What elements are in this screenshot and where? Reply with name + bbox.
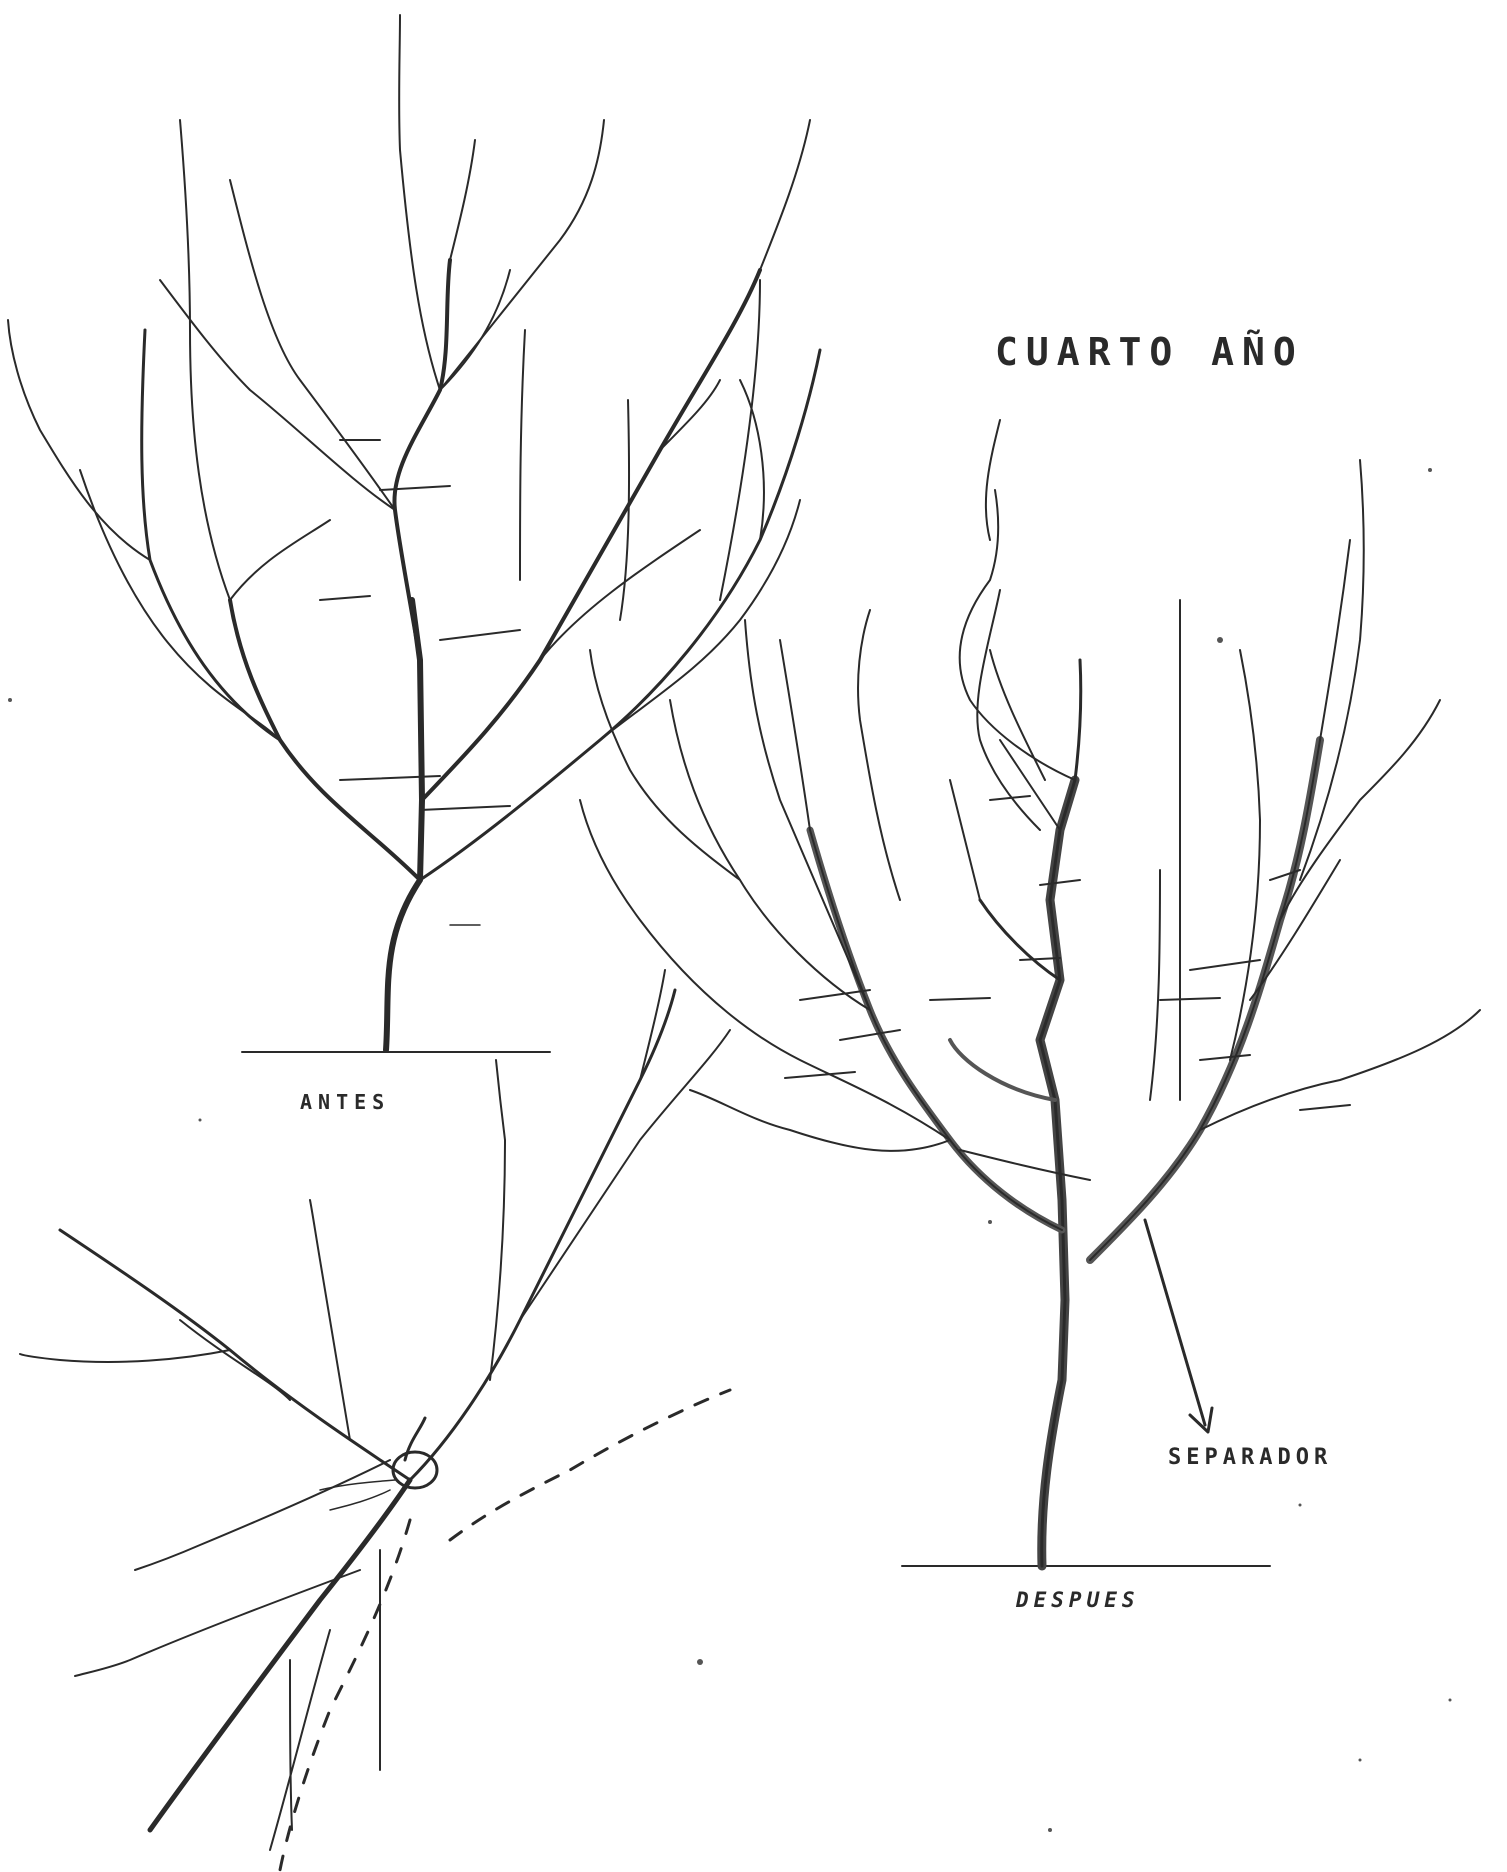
dashed-pointer-lower	[280, 1520, 410, 1870]
spreader-pointer	[1145, 1220, 1205, 1425]
spreader-ring	[393, 1452, 437, 1488]
before-label: ANTES	[300, 1090, 390, 1114]
paper-specks	[8, 468, 1452, 1832]
scaffold-left-after	[810, 830, 1062, 1230]
trunk-before	[386, 600, 422, 1050]
diagram-title: CUARTO AÑO	[995, 330, 1304, 374]
scaffold-left	[230, 600, 420, 880]
tree-after	[580, 420, 1480, 1566]
scaffold-right-after	[1090, 740, 1320, 1260]
tree-before	[8, 15, 820, 1052]
detail-main-limb	[150, 1480, 410, 1830]
after-label: DESPUES	[1016, 1588, 1140, 1612]
dashed-pointer-upper	[450, 1390, 730, 1540]
spreader-label: SEPARADOR	[1168, 1445, 1332, 1470]
